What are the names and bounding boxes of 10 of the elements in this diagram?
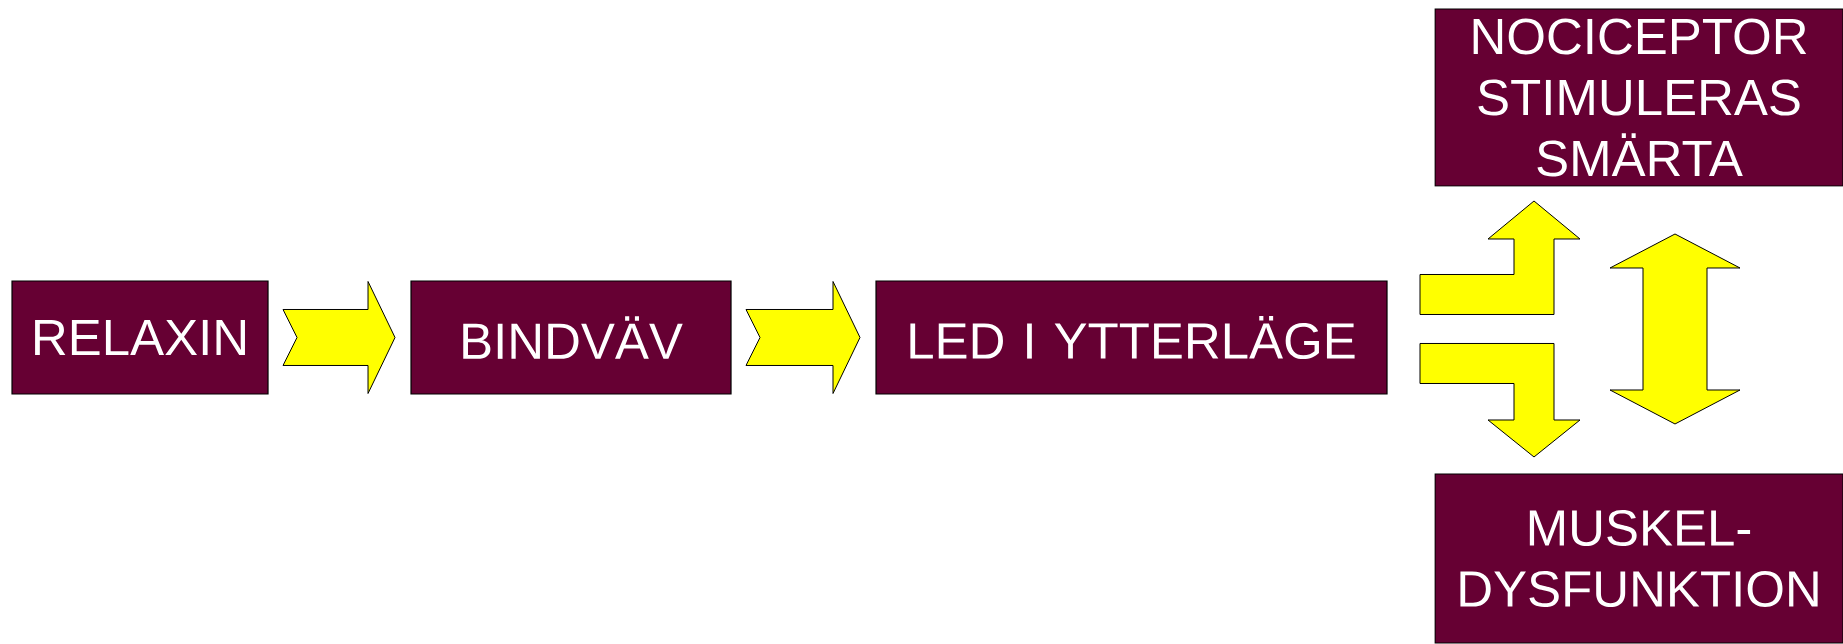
process-box: RELAXIN bbox=[11, 280, 269, 395]
process-box: MUSKEL- DYSFUNKTION bbox=[1434, 473, 1843, 644]
block-arrow bbox=[1419, 200, 1581, 315]
block-arrow bbox=[1419, 343, 1581, 458]
block-arrow bbox=[745, 281, 861, 394]
process-box: BINDVÄV bbox=[410, 280, 732, 395]
block-arrow bbox=[1609, 233, 1741, 425]
process-box: LED I YTTERLÄGE bbox=[875, 280, 1388, 395]
block-arrow bbox=[282, 281, 396, 394]
process-box: NOCICEPTOR STIMULERAS SMÄRTA bbox=[1434, 8, 1843, 187]
